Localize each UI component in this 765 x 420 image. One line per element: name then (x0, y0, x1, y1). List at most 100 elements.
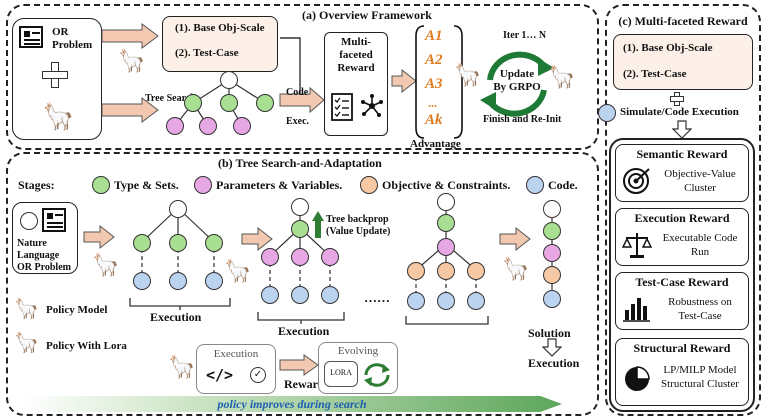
overview-title: (a) Overview Framework (302, 8, 432, 22)
lora-chip-icon: LORA (324, 361, 358, 387)
llama-icon: 🦙 (168, 354, 196, 379)
iter-label: Iter 1… N (503, 30, 547, 41)
stage-swatch-orange (360, 176, 378, 194)
execution-label: Execution (150, 310, 202, 324)
input-label-2: Problem (52, 39, 93, 51)
stage-label: Code. (548, 178, 578, 192)
reward-items-box (613, 34, 753, 90)
execution-label: Execution (278, 324, 330, 338)
advantage-a1: A1 (425, 28, 443, 44)
update-label-2: By GRPO (493, 81, 541, 93)
target-icon (623, 168, 650, 194)
checklist-icon (331, 93, 353, 121)
tree3-code-node (437, 292, 455, 310)
ellipsis-label: …… (364, 290, 390, 305)
backprop-arrow (312, 211, 324, 238)
llama-icon: 🦙 (92, 252, 120, 277)
stage-label: Parameters & Variables. (216, 178, 343, 192)
solution-node (543, 222, 561, 240)
problem-line: Nature (17, 238, 47, 249)
tree-a-leaf (166, 117, 184, 135)
mf-reward-line-1: Multi- (341, 36, 371, 48)
multifaceted-reward-box (324, 32, 388, 136)
advantage-ak: Ak (425, 112, 443, 128)
reward-item-1: (1). Base Obj-Scale (175, 22, 265, 34)
llama-lora-icon: 🦙 (502, 256, 530, 281)
tree1-code-node (133, 272, 151, 290)
reward-item-2: (2). Test-Case (175, 47, 239, 59)
arrow-tree3-solution (499, 226, 531, 252)
reward-panel-title: (c) Multi-faceted Reward (618, 14, 748, 28)
advantage-bracket (415, 25, 463, 139)
tree3-node (467, 262, 485, 280)
recycle-icon (364, 363, 390, 387)
advantage-label: Advantage (410, 138, 461, 150)
pie-chart-icon (625, 366, 650, 391)
llama-lora-icon: 🦙 (224, 258, 252, 283)
tree3-node (407, 262, 425, 280)
simulate-node (598, 104, 616, 122)
llama-thinking-icon: 🦙 (118, 48, 146, 73)
reward-card-desc: Objective-Value (664, 168, 736, 180)
flow-arrows-a (279, 37, 325, 114)
code-exec-label-2: Exec. (286, 116, 310, 127)
policy-model-icon: 🦙 (14, 298, 39, 320)
bar-chart-icon (623, 298, 650, 322)
tree3-root (437, 193, 455, 211)
stages-label: Stages: (18, 178, 55, 192)
reward-panel (605, 4, 761, 416)
reward-card-desc: LP/MILP Model (663, 364, 737, 376)
problem-root-node (20, 212, 38, 230)
reward-item-1: (1). Base Obj-Scale (623, 42, 713, 54)
reward-label: Reward (284, 377, 325, 391)
tree-a-root (220, 71, 238, 89)
scale-icon (622, 233, 652, 258)
plus-icon (42, 62, 70, 90)
tree-a-node (184, 94, 202, 112)
arrow-to-advantage (391, 68, 417, 94)
tree2-root (291, 198, 309, 216)
tree-search-title: (b) Tree Search-and-Adaptation (218, 156, 382, 170)
advantage-a2: A2 (425, 52, 443, 68)
stage-swatch-blue (526, 176, 544, 194)
reward-card-desc: Robustness on (668, 296, 732, 308)
input-arrows (101, 23, 159, 123)
backprop-label-1: Tree backprop (326, 214, 389, 225)
reward-card-title: Semantic Reward (636, 147, 728, 161)
policy-lora-label: Policy With Lora (46, 340, 127, 352)
problem-arrow (83, 224, 115, 250)
stage-label: Type & Sets. (114, 178, 179, 192)
reward-card-desc: Cluster (684, 182, 716, 194)
input-box (12, 18, 102, 140)
tree-a-node (256, 94, 274, 112)
reward-card-title: Structural Reward (633, 341, 731, 355)
document-icon (42, 208, 66, 232)
llama-policy-icon: 🦙 (454, 62, 482, 87)
tree2-code-node (321, 286, 339, 304)
solution-code-node (543, 290, 561, 308)
tree2-node (261, 248, 279, 266)
plus-icon (670, 92, 684, 106)
tree1-node (133, 234, 151, 252)
solution-root (543, 200, 561, 218)
input-label-1: OR (52, 26, 69, 38)
tree3-node (437, 262, 455, 280)
stage-swatch-green (92, 176, 110, 194)
grpo-cycle-arrows (480, 51, 554, 117)
solution-label: Solution (528, 326, 571, 340)
tree2-code-node (291, 286, 309, 304)
stage-swatch-purple (194, 176, 212, 194)
backprop-label-2: (Value Update) (326, 226, 391, 237)
tree1-code-node (205, 272, 223, 290)
finish-label: Finish and Re-Init (483, 114, 562, 125)
overview-panel (6, 4, 599, 150)
advantage-a3: A3 (425, 76, 443, 92)
tree1-code-node (169, 272, 187, 290)
tree-search-label: Tree Search (145, 93, 196, 104)
simulate-down-arrow (672, 120, 692, 139)
tree-a-node (220, 94, 238, 112)
advantage-ellipsis: ... (428, 96, 437, 110)
reward-card-title: Execution Reward (634, 211, 730, 225)
solution-execution-label: Execution (528, 356, 580, 370)
reward-card-desc: Structural Cluster (661, 378, 739, 390)
